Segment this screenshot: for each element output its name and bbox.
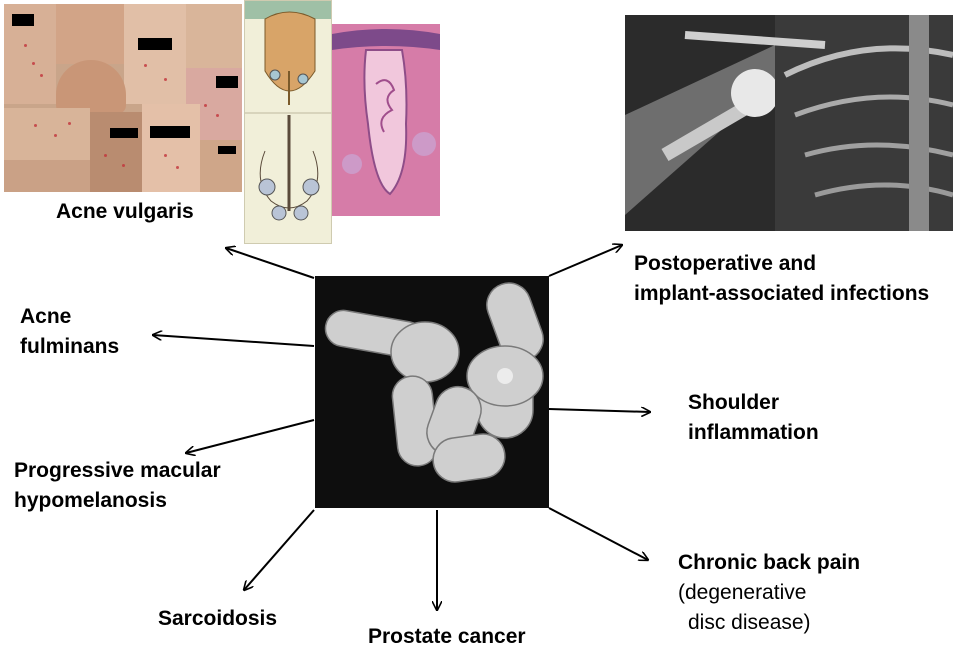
face-photo <box>200 140 242 192</box>
cheek-photo <box>56 60 126 114</box>
arrow-acne-vulgaris <box>226 248 315 279</box>
label-prostate-cancer: Prostate cancer <box>368 622 526 652</box>
histology-section <box>332 24 440 216</box>
label-line: implant-associated infections <box>634 282 930 305</box>
label-line: Sarcoidosis <box>158 607 278 630</box>
arrow-sarcoidosis <box>244 509 315 590</box>
label-line: fulminans <box>20 335 120 358</box>
arrow-postoperative-infections <box>548 245 622 277</box>
face-photo <box>142 104 200 192</box>
label-line: Postoperative and <box>634 252 817 275</box>
label-line: Shoulder <box>688 391 780 414</box>
label-line: inflammation <box>688 421 819 444</box>
face-photo <box>4 4 56 104</box>
arrow-acne-fulminans <box>153 335 315 347</box>
acne-photo-collage <box>4 4 242 192</box>
label-acne-fulminans: Acne fulminans <box>20 302 119 362</box>
label-line: Chronic back pain <box>678 551 861 574</box>
label-note-line: (degenerative <box>678 581 807 604</box>
label-postoperative-infections: Postoperative and implant-associated inf… <box>634 249 929 309</box>
face-photo <box>124 4 186 104</box>
label-shoulder-inflammation: Shoulder inflammation <box>688 388 819 448</box>
arrow-chronic-back-pain <box>548 507 648 560</box>
arrow-shoulder-inflammation <box>548 409 650 412</box>
label-line: hypomelanosis <box>14 489 167 512</box>
label-progressive-macular-hypomelanosis: Progressive macular hypomelanosis <box>14 456 221 516</box>
back-photo <box>186 4 242 68</box>
face-photo <box>56 4 124 64</box>
face-photo <box>90 112 142 192</box>
shoulder-xray-image <box>625 15 953 231</box>
label-sarcoidosis: Sarcoidosis <box>158 604 277 634</box>
label-chronic-back-pain: Chronic back pain (degenerative disc dis… <box>678 548 860 638</box>
label-line: Progressive macular <box>14 459 221 482</box>
chest-photo <box>4 108 90 160</box>
follicle-drawing <box>244 0 332 244</box>
label-line: Acne <box>20 305 72 328</box>
label-note-line: disc disease) <box>688 611 811 634</box>
label-line: Acne vulgaris <box>56 200 194 223</box>
bacteria-sem-image <box>315 276 549 508</box>
face-photo <box>4 160 90 192</box>
arrow-progressive-macular-hypomelanosis <box>186 419 315 453</box>
label-line: Prostate cancer <box>368 625 526 648</box>
label-acne-vulgaris: Acne vulgaris <box>56 197 194 227</box>
